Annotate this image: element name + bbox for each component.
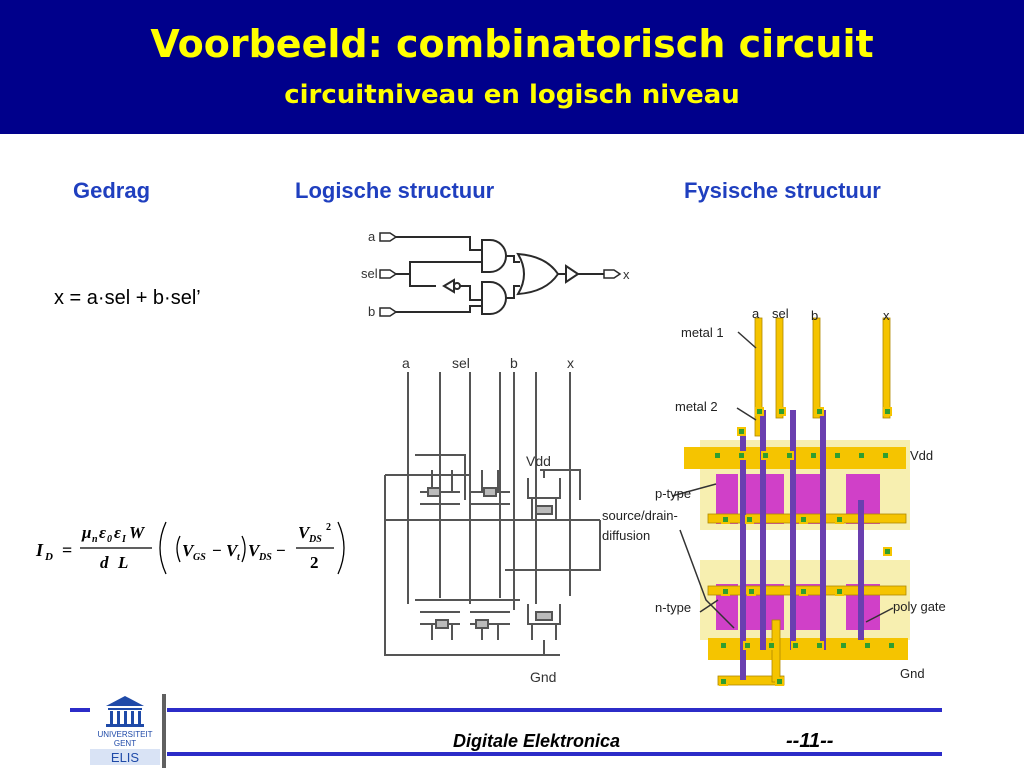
drain-current-equation: I D = μ n ε 0 ε I W d L V GS − V t V DS … [35,521,345,575]
eq-epsI-sub: I [121,534,127,545]
and-gate-upper [481,239,507,273]
layout-label-ptype: p-type [655,486,691,501]
input-port-sel [379,269,398,279]
eq-v4: V [298,523,311,542]
page-title: Voorbeeld: combinatorisch circuit [150,22,874,66]
or-gate [516,252,560,296]
eq-square: 2 [326,522,331,533]
logo-line1: UNIVERSITEIT [97,730,152,739]
circuit-label-x: x [567,355,574,371]
output-port-x [603,269,622,279]
layout-label-poly: poly gate [893,599,946,614]
eq-eps0-sub: 0 [107,534,112,545]
logo-line2: GENT [114,739,136,748]
layout-label-sd1: source/drain- [602,508,678,523]
contacts [713,407,896,686]
eq-ds2: DS [308,534,322,545]
gate-label-x: x [623,267,630,282]
eq-gs: GS [193,552,206,563]
footer-page-number: --11-- [786,730,834,752]
eq-mu: μ [81,523,91,542]
circuit-label-vdd: Vdd [526,453,551,469]
layout-label-a: a [752,306,760,321]
layout-label-vdd: Vdd [910,448,933,463]
circuit-label-gnd: Gnd [530,669,556,685]
gnd-rail [708,638,908,660]
eq-equals: = [62,540,72,560]
layout-label-metal2: metal 2 [675,399,718,414]
page-subtitle: circuitniveau en logisch niveau [284,80,740,110]
eq-lhs-sub: D [44,551,53,563]
eq-epsI: ε [114,523,121,542]
eq-ds: DS [258,552,272,563]
eq-minus1: − [212,541,222,560]
layout-label-ntype: n-type [655,600,691,615]
layout-label-sel: sel [772,306,789,321]
layout-label-sd2: diffusion [602,528,650,543]
transistor-schematic: a sel b x Vdd Gnd [384,355,601,685]
footer-course-name: Digitale Elektronica [453,731,621,751]
eq-v1: V [182,541,195,560]
eq-l: L [117,553,128,572]
gate-label-b: b [368,304,375,319]
pmos-inverter [527,478,561,520]
footer-line-bottom [167,752,942,756]
circuit-label-a: a [402,355,410,371]
building-roof-icon [106,696,144,706]
logic-gate-schematic: a sel b x [361,229,630,319]
eq-t: t [237,552,241,563]
nmos-inverter [527,604,561,640]
column-heading-physical: Fysische structuur [684,178,881,203]
column-heading-logic: Logische structuur [295,178,495,203]
gate-label-a: a [368,229,376,244]
layout-label-metal1: metal 1 [681,325,724,340]
input-port-b [379,307,398,317]
eq-v2: V [226,541,239,560]
gate-label-sel: sel [361,266,378,281]
logo-divider [162,694,166,768]
boolean-formula: x = a·sel + b·sel’ [54,287,201,309]
eq-lhs: I [35,540,44,560]
poly-gates [740,410,864,680]
inverter-symbol [442,278,455,294]
footer-line-left [70,708,90,712]
logo-line3: ELIS [111,750,140,765]
eq-eps0: ε [99,523,106,542]
ugent-logo: UNIVERSITEIT GENT ELIS [90,696,160,765]
column-heading-behavior: Gedrag [73,178,151,203]
and-gate-lower [481,281,507,315]
eq-d: d [100,553,109,572]
eq-v3: V [248,541,261,560]
eq-minus2: − [276,541,286,560]
eq-two: 2 [310,553,319,572]
title-banner [0,0,1024,134]
layout-label-gnd: Gnd [900,666,925,681]
buffer-symbol [565,264,580,284]
physical-layout: a sel b x metal 1 metal 2 Vdd p-type sou… [602,306,946,686]
input-port-a [379,232,398,242]
callout-lines [671,331,894,629]
eq-mu-sub: n [92,534,98,545]
eq-w: W [129,523,146,542]
layout-label-b: b [811,308,818,323]
footer-line-top [167,708,942,712]
circuit-label-b: b [510,355,518,371]
circuit-label-sel: sel [452,355,470,371]
layout-label-x: x [883,308,890,323]
